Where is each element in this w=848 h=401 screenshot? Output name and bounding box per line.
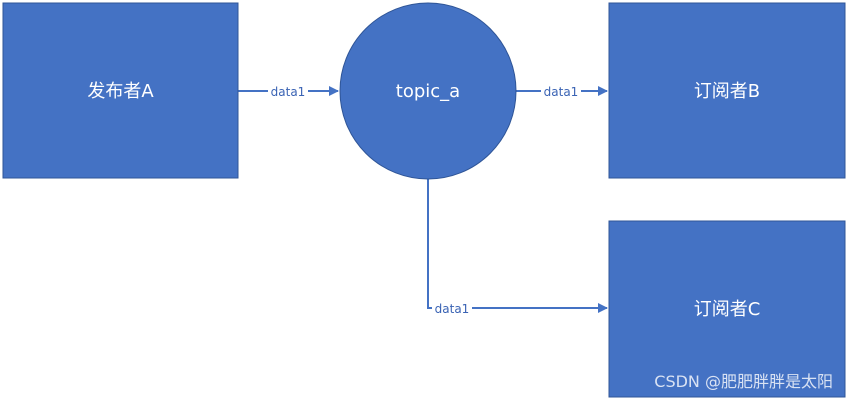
edge-label-topic-to-subscriber-b: data1	[544, 85, 579, 99]
edge-label-bg	[541, 84, 581, 99]
edge-publisher-to-topic: data1	[238, 84, 339, 99]
node-topic-a: topic_a	[339, 2, 517, 180]
node-subscriber-c-box	[608, 220, 846, 398]
node-publisher-a-box	[2, 2, 239, 179]
node-subscriber-c-label: 订阅者C	[694, 299, 761, 320]
edge-label-bg	[432, 301, 472, 316]
node-topic-a-circle	[339, 2, 517, 180]
node-subscriber-b-label: 订阅者B	[694, 81, 760, 102]
node-publisher-a: 发布者A	[2, 2, 239, 179]
node-subscriber-c: 订阅者C	[608, 220, 846, 398]
watermark-text: CSDN @肥肥胖胖是太阳	[654, 372, 833, 391]
node-subscriber-b-box	[608, 2, 846, 179]
edge-label-publisher-to-topic: data1	[271, 85, 306, 99]
node-subscriber-b: 订阅者B	[608, 2, 846, 179]
edge-label-topic-to-subscriber-c: data1	[435, 302, 470, 316]
node-publisher-a-label: 发布者A	[87, 81, 154, 102]
edge-line	[427, 178, 608, 313]
edge-topic-to-subscriber-b: data1	[516, 84, 608, 99]
edge-topic-to-subscriber-c: data1	[427, 178, 608, 316]
node-topic-a-label: topic_a	[396, 81, 460, 102]
edge-label-bg	[268, 84, 308, 99]
